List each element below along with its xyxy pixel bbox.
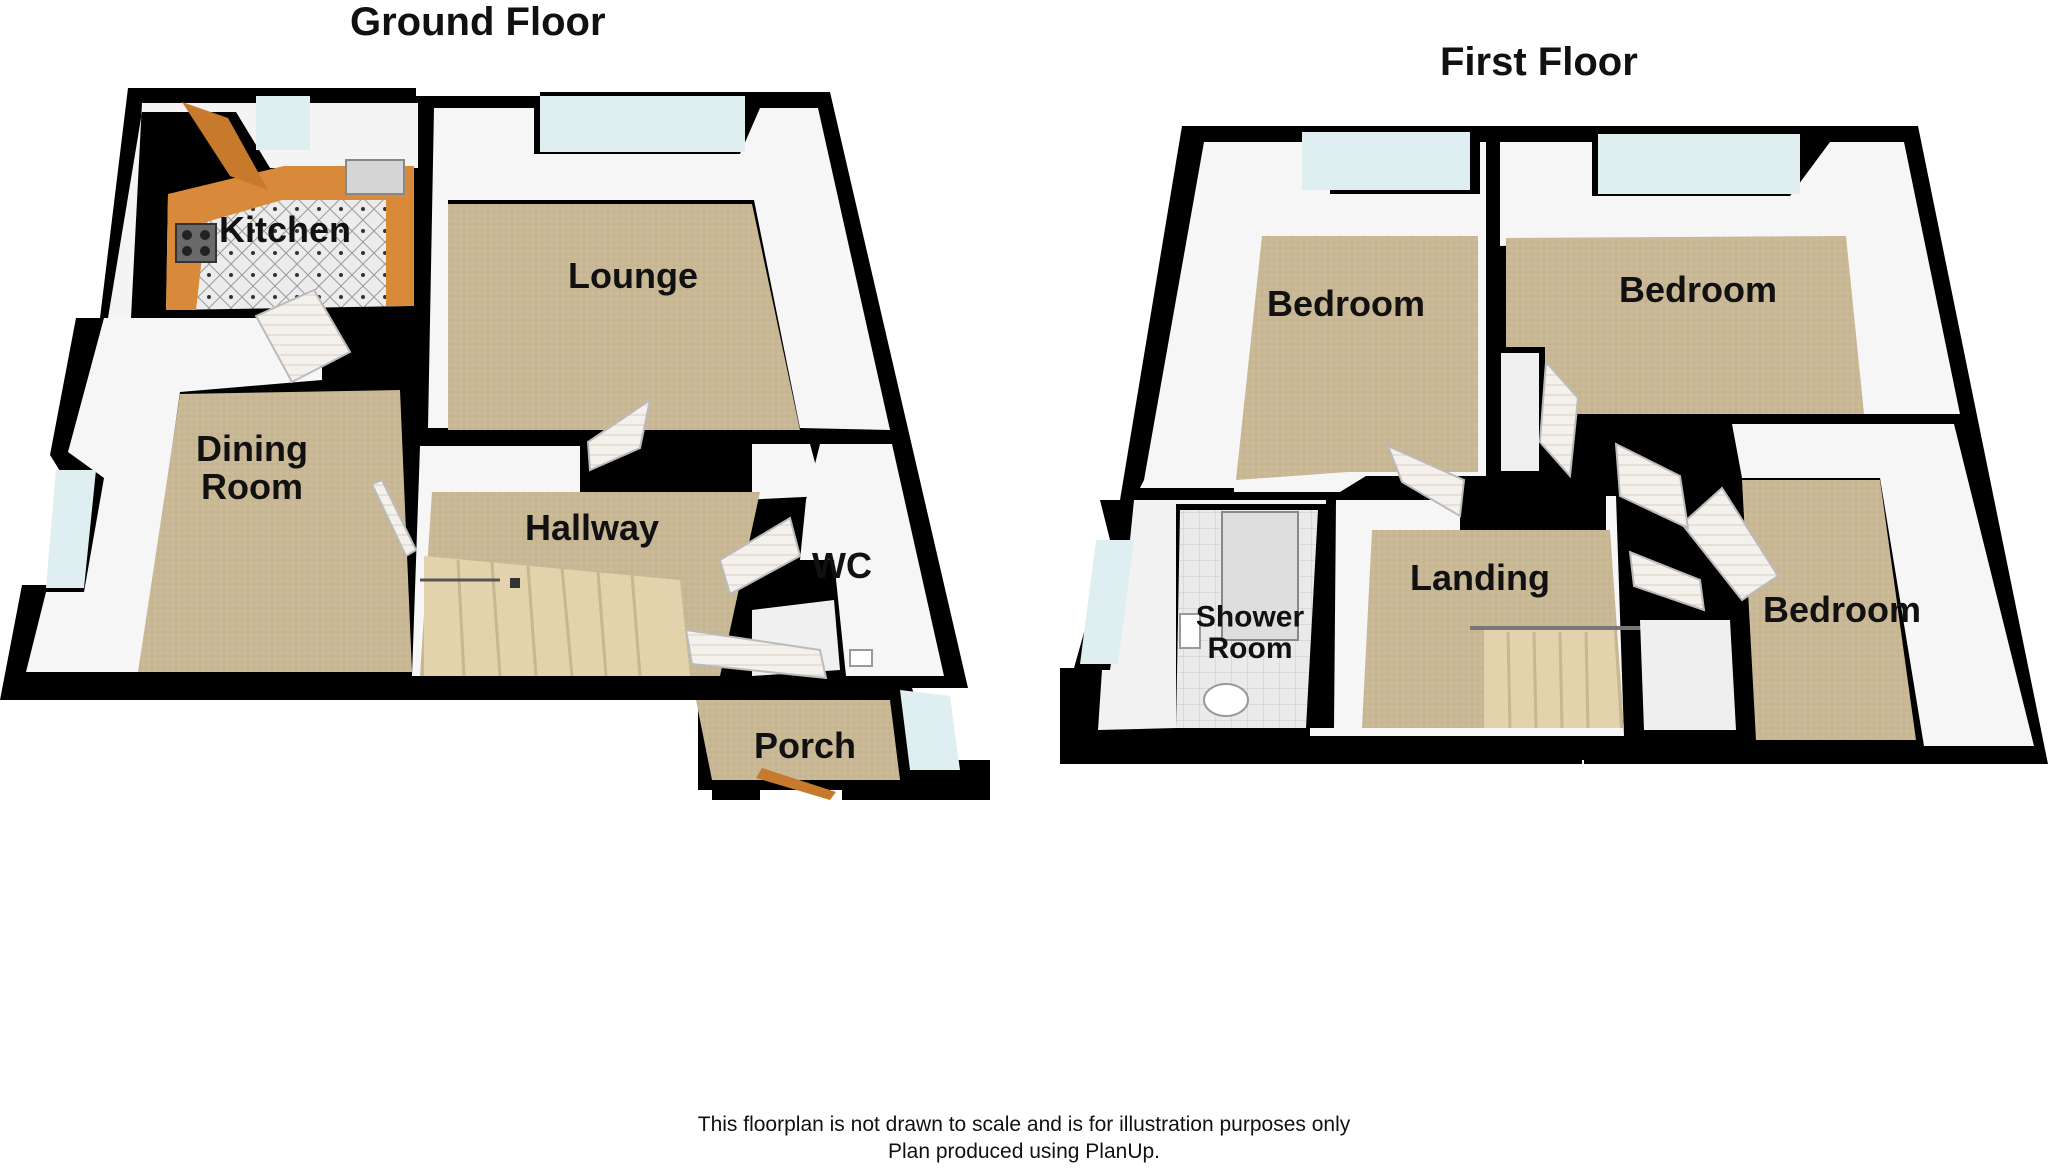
plan-credit-text: Plan produced using PlanUp. [887,1140,1160,1163]
bedroom-small-door [1680,486,1780,602]
first-floor-title: First Floor [1440,40,1638,84]
first-floor-plan [1060,126,2048,764]
lounge-window [540,96,745,152]
wc-wall-face [800,444,944,676]
shower-window [1080,540,1134,664]
room-label-porch: Porch [754,725,856,766]
ground-floor-plan [0,88,990,800]
wc-toilet [849,649,873,667]
ground-floor-title: Ground Floor [350,0,606,44]
room-label-hallway: Hallway [525,507,659,548]
lounge-hall-door [586,397,652,472]
porch-floor [696,700,900,780]
kitchen-hob [175,223,217,263]
room-label-bedroom-2: Bedroom [1619,269,1777,310]
shower-toilet [1203,683,1249,717]
lounge-floor [448,204,800,430]
kitchen-worktop [166,166,414,310]
wardrobe-cupboard [1495,347,1545,477]
shower-wall-face [1098,500,1326,730]
bedroom-left-floor [1236,236,1478,480]
room-label-lounge: Lounge [568,255,698,296]
bedroom-small-wall-face [1732,424,2034,746]
wardrobe-door [1538,359,1580,479]
dining-hall-door [370,478,418,558]
bedroom-right-wall-face [1500,142,1960,414]
bedroom-left-window [1302,132,1470,190]
kitchen-wall-face [108,103,418,318]
dining-floor [138,390,412,672]
kitchen-window [256,96,310,150]
disclaimer-text: This floorplan is not drawn to scale and… [697,1113,1351,1136]
kitchen-dining-door [254,288,352,384]
bedroom-right-door [1614,442,1690,530]
first-floor-stairs [1470,626,1688,729]
shower-basin [1179,613,1201,649]
room-label-kitchen: Kitchen [219,209,351,250]
room-label-bedroom-3: Bedroom [1763,589,1921,630]
wc-window [900,690,960,770]
bedroom-right-window [1598,134,1800,194]
bedroom-small-floor [1742,480,1916,740]
room-label-landing: Landing [1410,557,1550,598]
ground-floor-stairs [420,556,690,677]
kitchen-door [182,102,268,190]
bedroom-right-floor [1506,236,1864,414]
dining-window [46,470,96,588]
shower-enclosure [1221,511,1299,641]
porch-door [684,628,828,680]
room-label-wc: WC [812,545,872,586]
wc-door [718,516,802,596]
airing-cupboard-door [1628,550,1706,612]
dining-wall-face [26,318,322,672]
landing-bedroom-left-door [1386,444,1466,518]
room-label-bedroom-1: Bedroom [1267,283,1425,324]
porch-front-door [756,768,836,800]
airing-cupboard [1640,620,1736,730]
kitchen-sink [345,159,405,195]
lounge-wall-face [428,108,890,430]
